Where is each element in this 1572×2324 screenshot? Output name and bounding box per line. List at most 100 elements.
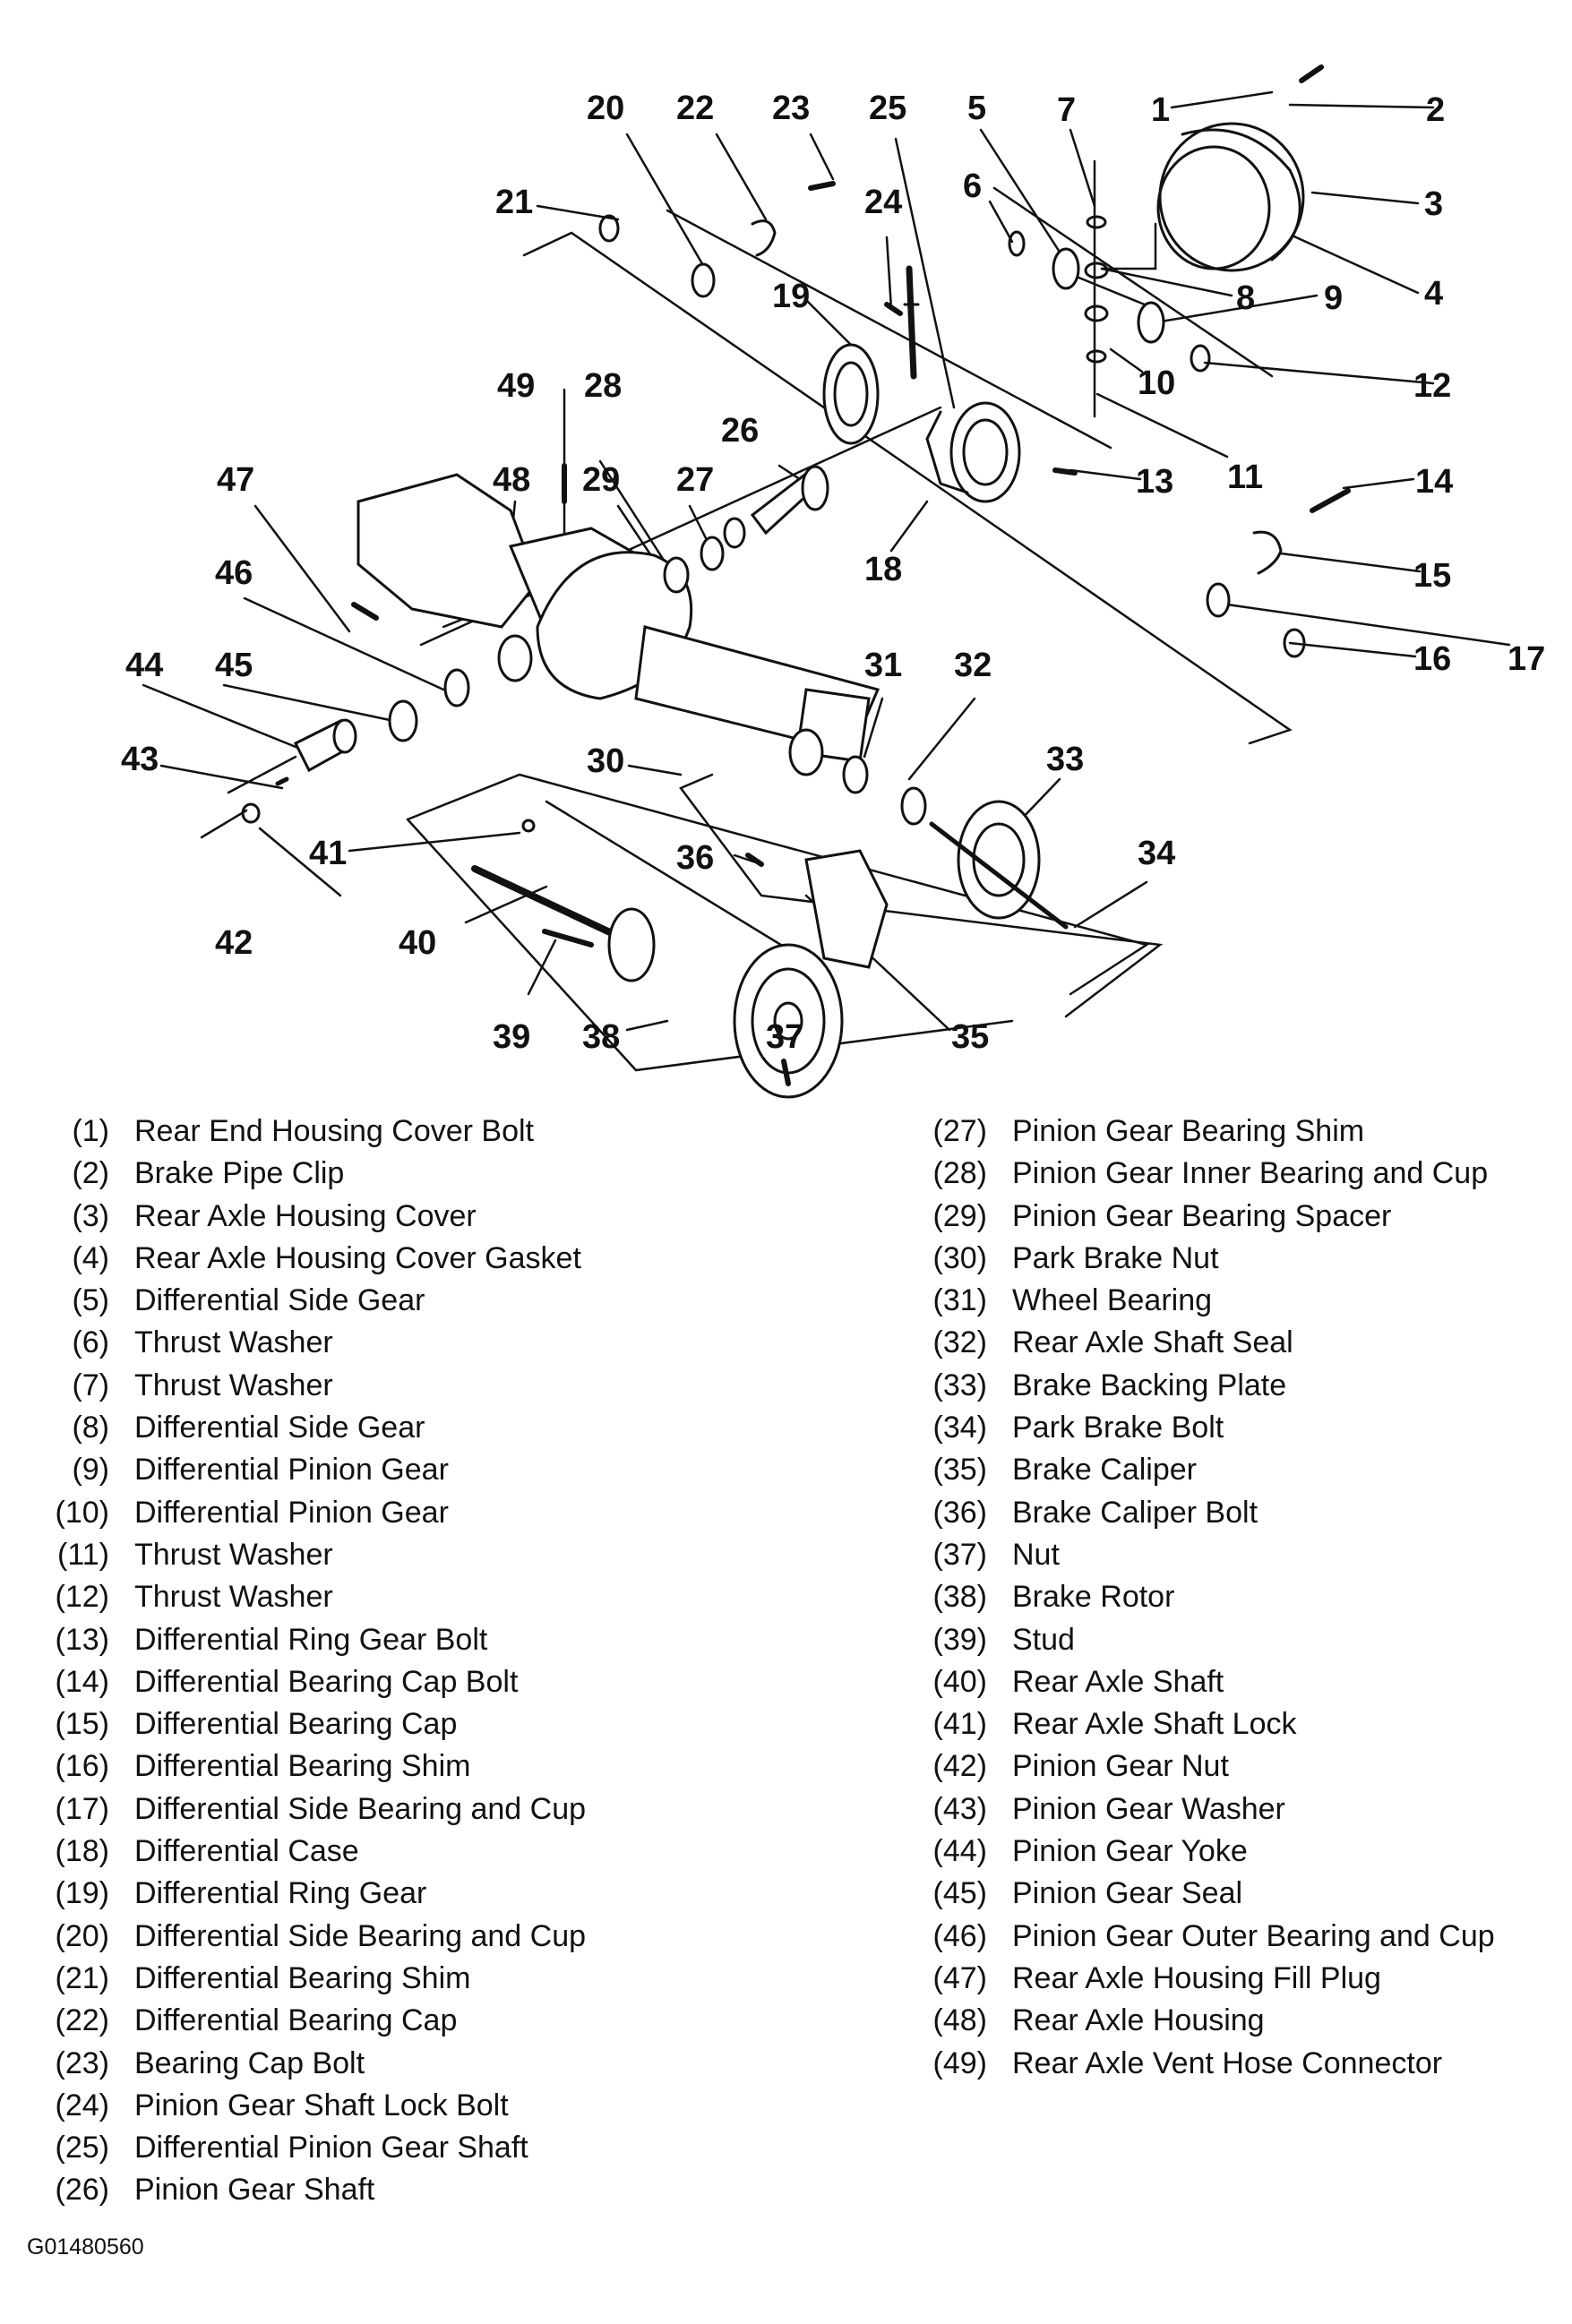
callout-12: 12 bbox=[1413, 367, 1451, 405]
legend-item: (20)Differential Side Bearing and Cup bbox=[55, 1918, 587, 1953]
callout-28: 28 bbox=[584, 367, 622, 405]
callout-18: 18 bbox=[864, 551, 902, 588]
callout-44: 44 bbox=[125, 647, 163, 684]
axle-shaft-and-rotor bbox=[471, 819, 844, 1099]
callout-43: 43 bbox=[121, 741, 159, 778]
callout-32: 32 bbox=[954, 647, 992, 684]
legend-item: (1)Rear End Housing Cover Bolt bbox=[72, 1114, 535, 1148]
callout-48: 48 bbox=[493, 461, 530, 499]
callout-17: 17 bbox=[1508, 640, 1545, 678]
callout-4: 4 bbox=[1424, 275, 1443, 313]
legend-item: (37)Nut bbox=[932, 1537, 1060, 1572]
legend-item: (22)Differential Bearing Cap bbox=[55, 2003, 458, 2038]
legend-item: (33)Brake Backing Plate bbox=[932, 1368, 1287, 1402]
legend-item: (26)Pinion Gear Shaft bbox=[55, 2173, 375, 2208]
parts-legend-left: (1)Rear End Housing Cover Bolt (2)Brake … bbox=[27, 1111, 587, 2212]
callout-9: 9 bbox=[1324, 279, 1343, 317]
callout-29: 29 bbox=[582, 461, 620, 499]
legend-item: (21)Differential Bearing Shim bbox=[55, 1960, 471, 1995]
legend-item: (31)Wheel Bearing bbox=[932, 1283, 1213, 1318]
legend-item: (27)Pinion Gear Bearing Shim bbox=[932, 1114, 1365, 1148]
callout-5: 5 bbox=[967, 90, 986, 127]
callout-37: 37 bbox=[766, 1018, 803, 1056]
callout-11: 11 bbox=[1227, 459, 1263, 496]
callout-22: 22 bbox=[676, 90, 714, 127]
legend-item: (48)Rear Axle Housing bbox=[932, 2003, 1265, 2038]
callout-34: 34 bbox=[1138, 835, 1175, 872]
legend-item: (46)Pinion Gear Outer Bearing and Cup bbox=[932, 1918, 1495, 1953]
side-bearings-and-caps bbox=[598, 181, 1351, 658]
callout-42: 42 bbox=[215, 924, 253, 962]
assembly-centerlines bbox=[200, 159, 1293, 1072]
callout-7: 7 bbox=[1057, 91, 1076, 129]
callout-40: 40 bbox=[399, 924, 436, 962]
legend-item: (43)Pinion Gear Washer bbox=[932, 1791, 1285, 1826]
callout-27: 27 bbox=[676, 461, 714, 499]
legend-item: (12)Thrust Washer bbox=[55, 1580, 333, 1615]
legend-item: (10)Differential Pinion Gear bbox=[55, 1495, 449, 1530]
pinion-gear-set bbox=[663, 465, 829, 594]
legend-item: (15)Differential Bearing Cap bbox=[55, 1707, 458, 1742]
legend-item: (16)Differential Bearing Shim bbox=[55, 1749, 471, 1784]
callout-45: 45 bbox=[215, 647, 253, 684]
legend-item: (40)Rear Axle Shaft bbox=[932, 1664, 1224, 1699]
exploded-view-diagram: 1 2 3 4 5 6 7 8 9 10 11 12 13 14 15 16 1… bbox=[121, 64, 1545, 1099]
legend-item: (49)Rear Axle Vent Hose Connector bbox=[932, 2045, 1443, 2080]
callout-33: 33 bbox=[1046, 741, 1084, 778]
legend-item: (9)Differential Pinion Gear bbox=[72, 1453, 449, 1488]
callout-21: 21 bbox=[495, 184, 533, 221]
callout-1: 1 bbox=[1151, 91, 1170, 129]
legend-item: (38)Brake Rotor bbox=[932, 1580, 1175, 1615]
callout-6: 6 bbox=[963, 167, 982, 205]
brake-backing-plate-and-caliper bbox=[745, 755, 1069, 969]
legend-item: (44)Pinion Gear Yoke bbox=[932, 1834, 1248, 1869]
legend-item: (35)Brake Caliper bbox=[932, 1453, 1197, 1488]
callout-25: 25 bbox=[869, 90, 906, 127]
callout-16: 16 bbox=[1413, 640, 1451, 678]
legend-item: (19)Differential Ring Gear bbox=[55, 1876, 427, 1911]
callout-13: 13 bbox=[1136, 463, 1173, 501]
legend-item: (29)Pinion Gear Bearing Spacer bbox=[932, 1198, 1392, 1233]
legend-item: (32)Rear Axle Shaft Seal bbox=[932, 1325, 1293, 1360]
legend-item: (5)Differential Side Gear bbox=[72, 1283, 425, 1318]
callout-38: 38 bbox=[582, 1018, 620, 1056]
legend-item: (30)Park Brake Nut bbox=[932, 1240, 1219, 1275]
callout-47: 47 bbox=[217, 461, 254, 499]
legend-item: (18)Differential Case bbox=[55, 1834, 359, 1869]
callout-labels: 1 2 3 4 5 6 7 8 9 10 11 12 13 14 15 16 1… bbox=[121, 90, 1545, 1056]
legend-item: (7)Thrust Washer bbox=[72, 1368, 333, 1402]
callout-23: 23 bbox=[772, 90, 810, 127]
legend-item: (24)Pinion Gear Shaft Lock Bolt bbox=[55, 2088, 509, 2122]
legend-item: (41)Rear Axle Shaft Lock bbox=[932, 1707, 1297, 1742]
legend-item: (39)Stud bbox=[932, 1622, 1075, 1657]
callout-36: 36 bbox=[676, 839, 714, 877]
callout-15: 15 bbox=[1413, 557, 1451, 595]
callout-10: 10 bbox=[1138, 364, 1175, 402]
differential-case bbox=[822, 265, 1078, 503]
legend-item: (28)Pinion Gear Inner Bearing and Cup bbox=[932, 1156, 1489, 1191]
differential-gear-set bbox=[1008, 215, 1211, 373]
pinion-yoke-assembly bbox=[241, 668, 470, 824]
legend-item: (36)Brake Caliper Bolt bbox=[932, 1495, 1258, 1530]
legend-item: (4)Rear Axle Housing Cover Gasket bbox=[72, 1240, 581, 1275]
callout-8: 8 bbox=[1236, 279, 1255, 317]
callout-3: 3 bbox=[1424, 185, 1443, 223]
callout-46: 46 bbox=[215, 554, 253, 592]
parts-legend-right: (27)Pinion Gear Bearing Shim (28)Pinion … bbox=[905, 1111, 1495, 2085]
callout-14: 14 bbox=[1415, 463, 1453, 501]
callout-49: 49 bbox=[497, 367, 535, 405]
legend-item: (14)Differential Bearing Cap Bolt bbox=[55, 1664, 519, 1699]
legend-item: (47)Rear Axle Housing Fill Plug bbox=[932, 1960, 1381, 1995]
callout-26: 26 bbox=[721, 412, 759, 450]
legend-item: (45)Pinion Gear Seal bbox=[932, 1876, 1243, 1911]
rear-axle-housing-cover bbox=[1156, 64, 1324, 272]
callout-35: 35 bbox=[951, 1018, 989, 1056]
legend-item: (23)Bearing Cap Bolt bbox=[55, 2045, 365, 2080]
callout-39: 39 bbox=[493, 1018, 530, 1056]
legend-item: (34)Park Brake Bolt bbox=[932, 1411, 1224, 1445]
legend-item: (11)Thrust Washer bbox=[57, 1537, 333, 1572]
figure-id: G01480560 bbox=[27, 2234, 144, 2260]
legend-item: (6)Thrust Washer bbox=[72, 1325, 333, 1360]
legend-item: (42)Pinion Gear Nut bbox=[932, 1749, 1229, 1784]
rear-axle-housing bbox=[351, 463, 880, 776]
